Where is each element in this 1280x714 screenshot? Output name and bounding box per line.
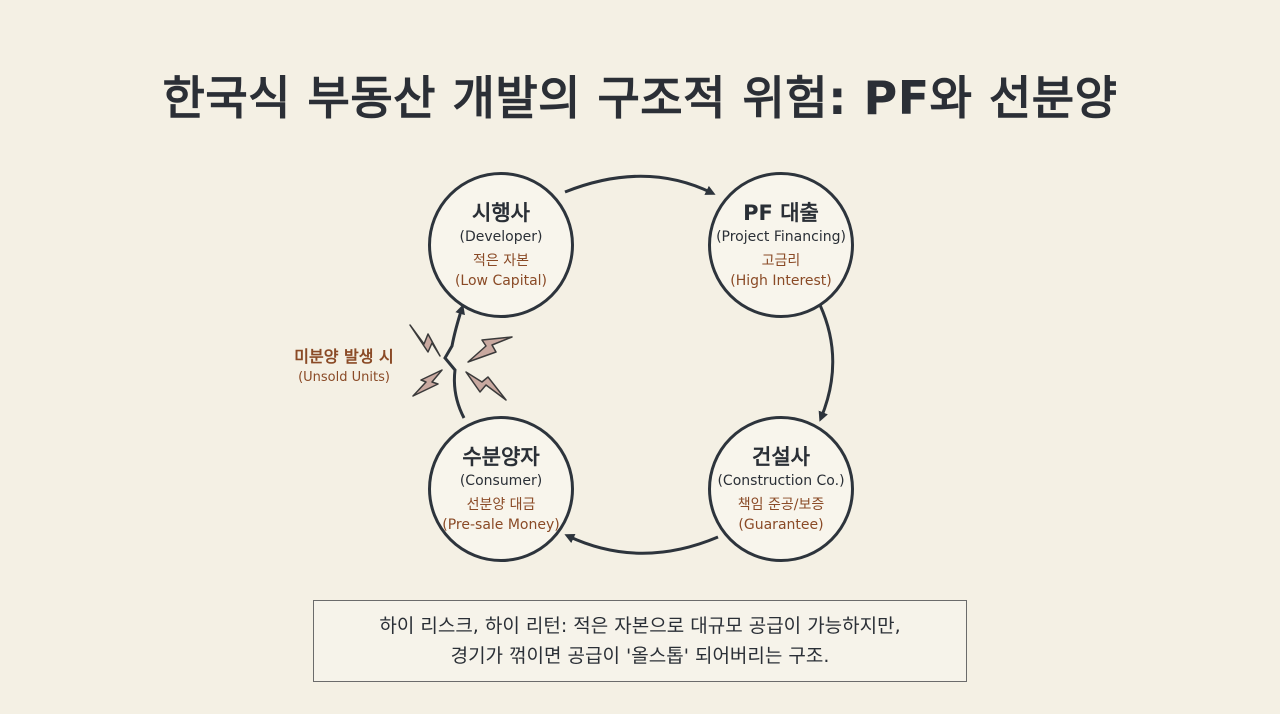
arrow-pf-to-construction	[818, 304, 835, 422]
node-tag: 적은 자본	[473, 253, 529, 269]
lightning-bolt-icon	[465, 371, 507, 401]
warning-label-en: (Unsold Units)	[298, 370, 390, 385]
node-tag-en: (Low Capital)	[454, 273, 548, 289]
arrow-developer-to-pf	[564, 174, 716, 195]
lightning-bolt-icon	[409, 324, 441, 357]
summary-note: 하이 리스크, 하이 리턴: 적은 자본으로 대규모 공급이 가능하지만, 경기…	[313, 600, 967, 682]
page-title: 한국식 부동산 개발의 구조적 위험: PF와 선분양	[162, 71, 1118, 125]
note-line-2: 경기가 꺾이면 공급이 '올스톱' 되어버리는 구조.	[450, 645, 830, 667]
node-title: 시행사	[472, 201, 530, 225]
lightning-bolt-icon	[412, 369, 443, 397]
node-subtitle: (Developer)	[459, 229, 543, 245]
arrow-construction-to-consumer	[564, 534, 719, 555]
node-tag: 고금리	[761, 253, 801, 269]
node-tag-en: (Guarantee)	[738, 517, 824, 533]
node-pf-loan: PF 대출 (Project Financing) 고금리 (High Inte…	[708, 172, 854, 318]
node-tag: 선분양 대금	[466, 497, 536, 513]
node-tag-en: (High Interest)	[730, 273, 832, 289]
node-tag: 책임 준공/보증	[737, 497, 825, 513]
node-title: 수분양자	[462, 445, 540, 469]
arrow-consumer-to-developer	[443, 304, 466, 419]
node-subtitle: (Project Financing)	[716, 229, 846, 245]
node-consumer: 수분양자 (Consumer) 선분양 대금 (Pre-sale Money)	[428, 416, 574, 562]
node-construction: 건설사 (Construction Co.) 책임 준공/보증 (Guarant…	[708, 416, 854, 562]
node-subtitle: (Consumer)	[459, 473, 543, 489]
node-title: PF 대출	[743, 201, 819, 225]
node-subtitle: (Construction Co.)	[717, 473, 845, 489]
lightning-bolt-icon	[467, 336, 513, 363]
node-tag-en: (Pre-sale Money)	[442, 517, 560, 533]
warning-label: 미분양 발생 시	[294, 347, 394, 366]
note-line-1: 하이 리스크, 하이 리턴: 적은 자본으로 대규모 공급이 가능하지만,	[379, 615, 901, 637]
unsold-warning: 미분양 발생 시 (Unsold Units)	[278, 346, 410, 388]
node-title: 건설사	[752, 445, 810, 469]
node-developer: 시행사 (Developer) 적은 자본 (Low Capital)	[428, 172, 574, 318]
